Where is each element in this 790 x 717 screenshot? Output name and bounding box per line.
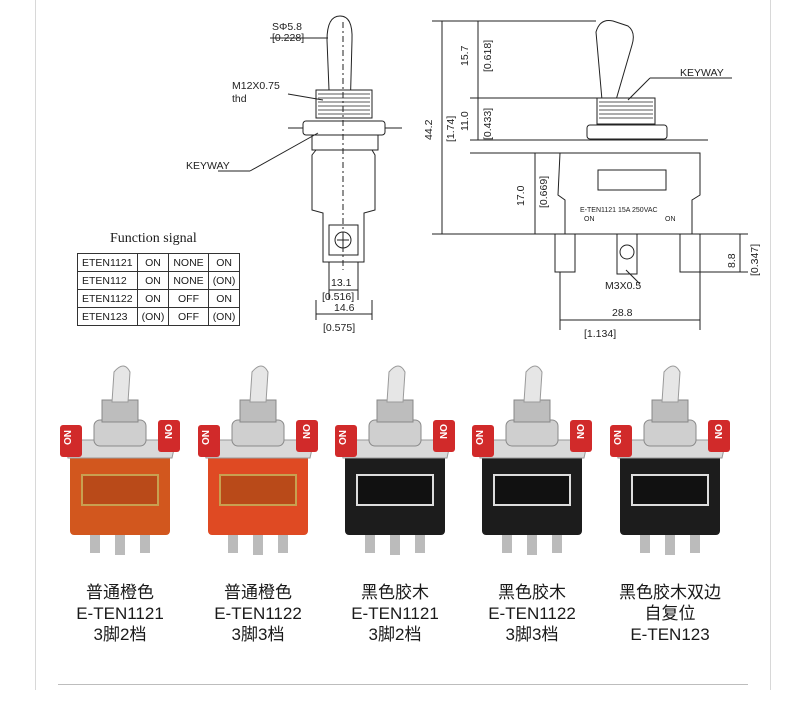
body-label-line1: E-TEN1121 15A 250VAC (580, 207, 658, 214)
product-photo: ON ON (610, 365, 730, 555)
dim-stem-dia: SΦ5.8 (272, 21, 302, 33)
function-signal-cell: ON (136, 253, 170, 272)
dim-h-44-in: [1.74] (445, 116, 457, 142)
dim-h-17-in: [0.669] (538, 176, 550, 208)
dim-h-11: 11.0 (459, 111, 471, 131)
product-photo: ON ON (335, 365, 455, 555)
dim-width-28: 28.8 (612, 307, 633, 319)
product-caption-line: E-TEN1121 (351, 604, 439, 623)
product-photo: ON ON (198, 365, 318, 555)
product-photo: ON ON (60, 365, 180, 555)
product-caption-line: 普通橙色 (224, 583, 292, 602)
product-caption: 黑色胶木双边自复位 E-TEN123 (595, 582, 745, 645)
function-signal-row: ETEN123(ON)OFF(ON) (77, 307, 241, 326)
function-signal-cell: ETEN112 (77, 271, 138, 290)
product-caption-line: E-TEN1122 (214, 604, 302, 623)
dim-width-14: 14.6 (334, 302, 355, 314)
plate-label-left: ON (338, 430, 349, 445)
function-signal-cell: (ON) (207, 307, 241, 326)
function-signal-title: Function signal (110, 231, 197, 246)
function-signal-cell: ETEN123 (77, 307, 138, 326)
plate-label-left: ON (613, 430, 624, 445)
dim-h-44: 44.2 (423, 119, 435, 140)
dim-width-14-in: [0.575] (323, 322, 355, 334)
product-caption: 普通橙色 E-TEN1122 3脚3档 (183, 582, 333, 645)
dim-stem-dia-in: [0.228] (272, 32, 304, 44)
plate-label-right: ON (300, 424, 311, 439)
dim-h-15-in: [0.618] (482, 40, 494, 72)
plate-label-left: ON (201, 430, 212, 445)
product-caption-line: E-TEN1121 (76, 604, 164, 623)
product-caption: 黑色胶木 E-TEN1121 3脚2档 (320, 582, 470, 645)
plate-label-right: ON (162, 424, 173, 439)
product-caption-line: 3脚2档 (93, 625, 147, 644)
function-signal-cell: ON (207, 253, 241, 272)
function-signal-cell: NONE (168, 271, 209, 290)
dim-width-28-in: [1.134] (584, 328, 616, 340)
function-signal-cell: ON (207, 289, 241, 308)
bottom-rule (58, 684, 748, 685)
function-signal-cell: (ON) (136, 307, 170, 326)
frame-line-right (770, 0, 771, 690)
function-signal-cell: NONE (168, 253, 209, 272)
product-caption-line: 黑色胶木双边 (619, 583, 721, 602)
body-label-on-right: ON (665, 216, 676, 223)
function-signal-cell: OFF (168, 289, 209, 308)
dim-h-8: 8.8 (726, 253, 738, 268)
plate-label-left: ON (63, 430, 74, 445)
product-caption-line: 黑色胶木 (361, 583, 429, 602)
product-images: ON ON ON ON ON ON ON ON ON ON (60, 365, 730, 555)
product-caption: 黑色胶木 E-TEN1122 3脚3档 (457, 582, 607, 645)
dim-h-11-in: [0.433] (482, 108, 494, 140)
dim-h-17: 17.0 (515, 185, 527, 206)
product-caption-line: 3脚3档 (505, 625, 559, 644)
function-signal-cell: ETEN1121 (77, 253, 138, 272)
product-photo: ON ON (472, 365, 592, 555)
product-caption-line: E-TEN1122 (488, 604, 576, 623)
dim-thread-note: thd (232, 93, 247, 105)
dim-h-8-in: [0.347] (749, 244, 761, 276)
plate-label-right: ON (574, 424, 585, 439)
dim-h-15: 15.7 (459, 45, 471, 66)
plate-label-left: ON (475, 430, 486, 445)
product-caption-line: 3脚2档 (368, 625, 422, 644)
product-caption-line: 3脚3档 (231, 625, 285, 644)
dim-screw: M3X0.5 (605, 280, 641, 292)
product-caption-line: E-TEN123 (630, 625, 710, 644)
dim-width-13: 13.1 (331, 277, 352, 289)
dim-keyway-left: KEYWAY (186, 160, 230, 172)
function-signal-cell: ON (136, 271, 170, 290)
plate-label-right: ON (712, 424, 723, 439)
dim-width-13-in: [0.516] (322, 291, 354, 303)
function-signal-cell: ETEN1122 (77, 289, 138, 308)
function-signal-cell: ON (136, 289, 170, 308)
body-label-on-left: ON (584, 216, 595, 223)
function-signal-cell: (ON) (207, 271, 241, 290)
dim-keyway-right: KEYWAY (680, 67, 724, 79)
product-caption-line: 黑色胶木 (498, 583, 566, 602)
product-caption: 普通橙色 E-TEN1121 3脚2档 (45, 582, 195, 645)
product-caption-line: 普通橙色 (86, 583, 154, 602)
function-signal-cell: OFF (168, 307, 209, 326)
product-caption-line: 自复位 (644, 604, 696, 623)
plate-label-right: ON (437, 424, 448, 439)
frame-line-left (35, 0, 36, 690)
dim-thread: M12X0.75 (232, 80, 280, 92)
